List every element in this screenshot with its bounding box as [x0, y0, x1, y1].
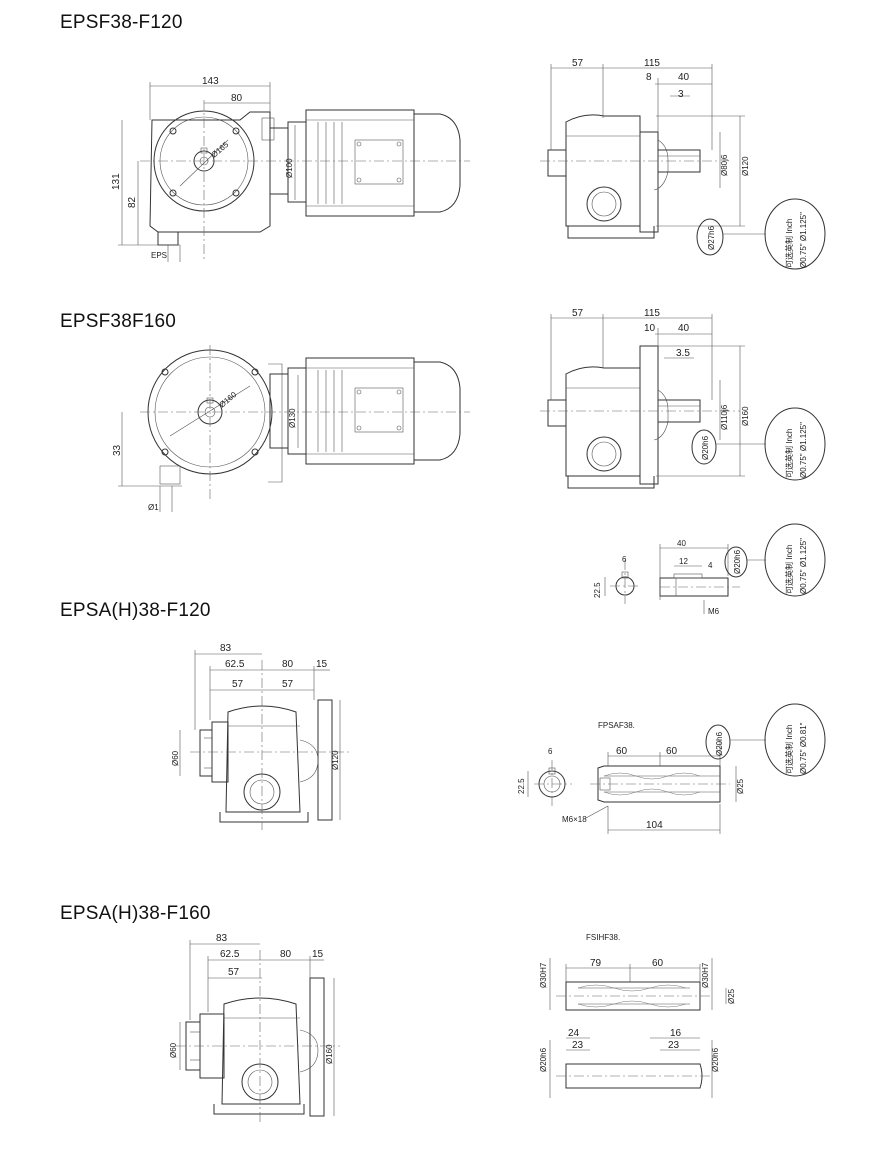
bubble-1-line2: Ø0.75" Ø1.125" [799, 212, 808, 268]
dim-40: 40 [678, 72, 690, 83]
dim-57: 57 [572, 58, 584, 69]
dim-16: 16 [670, 1028, 682, 1039]
dim-82: 82 [127, 196, 138, 208]
dia-100: Ø100 [285, 158, 294, 178]
epsf38-f120-front-view: 143 80 131 82 Ø165 Ø100 EPS [111, 76, 470, 262]
dia-20h6: Ø20h6 [715, 731, 724, 756]
dia-20h6-a: Ø20h6 [539, 1047, 548, 1072]
dia-160-side: Ø160 [741, 406, 750, 426]
dim-62-5: 62.5 [225, 659, 245, 670]
dim-12: 12 [679, 557, 688, 566]
fsihf38-shaft-detail: FSIHF38. 79 60 Ø30H7 Ø30H7 Ø25 24 16 [539, 933, 736, 1098]
dim-60a: 60 [616, 746, 628, 757]
dim-40: 40 [677, 539, 686, 548]
dim-83: 83 [216, 933, 228, 944]
epsf38f160-front-view: 33 Ø160 Ø130 Ø1 [112, 345, 470, 512]
dia-160: Ø160 [218, 390, 239, 410]
dim-80: 80 [231, 93, 243, 104]
epsah38-f160-view: 83 62.5 80 15 57 Ø60 Ø160 [169, 933, 340, 1124]
bubble-5-line1: 可选英制 Inch [784, 725, 794, 774]
dim-15: 15 [312, 949, 324, 960]
bubble-2-line1: 可选英制 Inch [784, 429, 794, 478]
dim-40: 40 [678, 323, 690, 334]
dia-80j6: Ø80j6 [720, 154, 729, 176]
dim-60: 60 [652, 958, 664, 969]
dim-57: 57 [228, 967, 240, 978]
dim-57a: 57 [232, 679, 244, 690]
dim-23a: 23 [572, 1040, 584, 1051]
dim-62-5: 62.5 [220, 949, 240, 960]
dim-15: 15 [316, 659, 328, 670]
dia-120: Ø120 [741, 156, 750, 176]
dim-phi1: Ø1 [148, 503, 159, 512]
dim-8: 8 [646, 72, 652, 83]
dim-79: 79 [590, 958, 602, 969]
dia-20h6: Ø20h6 [733, 549, 742, 574]
dia-25: Ø25 [736, 778, 745, 794]
dim-131: 131 [111, 173, 122, 190]
epsf38-f120-side-view: 57 115 8 40 3 Ø80j6 Ø120 Ø27h6 可选英制 Inch… [540, 58, 826, 270]
dim-115: 115 [644, 308, 660, 319]
bubble-3-line1: 可选英制 Inch [784, 545, 794, 594]
dia-30h7-a: Ø30H7 [539, 962, 548, 988]
dia-20h6-b: Ø20h6 [711, 1047, 720, 1072]
fpsaf38-label: FPSAF38. [598, 721, 635, 730]
dim-3-5: 3.5 [676, 348, 690, 359]
bubble-2-line2: Ø0.75" Ø1.125" [799, 422, 808, 478]
shaft-key-detail: 6 22.5 40 12 4 M6 Ø20h6 可选英制 Inch Ø0.75"… [593, 523, 826, 616]
dim-10: 10 [644, 323, 656, 334]
dim-115: 115 [644, 58, 660, 69]
dim-4: 4 [708, 561, 713, 570]
dim-m6x18: M6×18 [562, 815, 587, 824]
dim-m6: M6 [708, 607, 720, 616]
dim-22-5: 22.5 [593, 582, 602, 598]
dim-104: 104 [646, 820, 663, 831]
bubble-5-line2: Ø0.75" Ø0.81" [799, 722, 808, 774]
dim-80: 80 [282, 659, 294, 670]
dia-20h6: Ø20h6 [701, 435, 710, 460]
dim-24: 24 [568, 1028, 580, 1039]
dim-22-5: 22.5 [517, 778, 526, 794]
dim-33: 33 [112, 444, 123, 456]
epsah38-f120-view: 83 62.5 80 15 57 57 Ø60 Ø120 [171, 643, 350, 830]
fsihf38-label: FSIHF38. [586, 933, 620, 942]
dia-27h6: Ø27h6 [707, 225, 716, 250]
dia-110j6: Ø110j6 [720, 404, 729, 430]
title-epsf38-f120: EPSF38-F120 [60, 12, 183, 33]
title-epsah38-f160: EPSA(H)38-F160 [60, 903, 211, 924]
bubble-3-line2: Ø0.75" Ø1.125" [799, 538, 808, 594]
dim-143: 143 [202, 76, 219, 87]
dia-60: Ø60 [171, 750, 180, 766]
dia-130: Ø130 [288, 408, 297, 428]
dia-60: Ø60 [169, 1042, 178, 1058]
dia-165: Ø165 [210, 140, 231, 160]
dim-6: 6 [622, 555, 627, 564]
label-eps: EPS [151, 251, 167, 260]
dim-80: 80 [280, 949, 292, 960]
dia-25: Ø25 [727, 988, 736, 1004]
dim-23b: 23 [668, 1040, 680, 1051]
fpsaf38-shaft-detail: FPSAF38. 6 22.5 60 60 Ø [517, 703, 826, 834]
dia-30h7-b: Ø30H7 [701, 962, 710, 988]
dia-160: Ø160 [325, 1044, 334, 1064]
dim-6: 6 [548, 747, 553, 756]
title-epsah38-f120: EPSA(H)38-F120 [60, 600, 211, 621]
dim-83: 83 [220, 643, 232, 654]
dim-57: 57 [572, 308, 584, 319]
dia-120: Ø120 [331, 750, 340, 770]
dim-57b: 57 [282, 679, 294, 690]
bubble-1-line1: 可选英制 Inch [784, 219, 794, 268]
title-epsf38f160: EPSF38F160 [60, 311, 177, 332]
dim-3: 3 [678, 89, 684, 100]
epsf38f160-side-view: 57 115 10 40 3.5 Ø110j6 Ø160 Ø20h6 可选英制 … [540, 308, 826, 489]
dim-60b: 60 [666, 746, 678, 757]
